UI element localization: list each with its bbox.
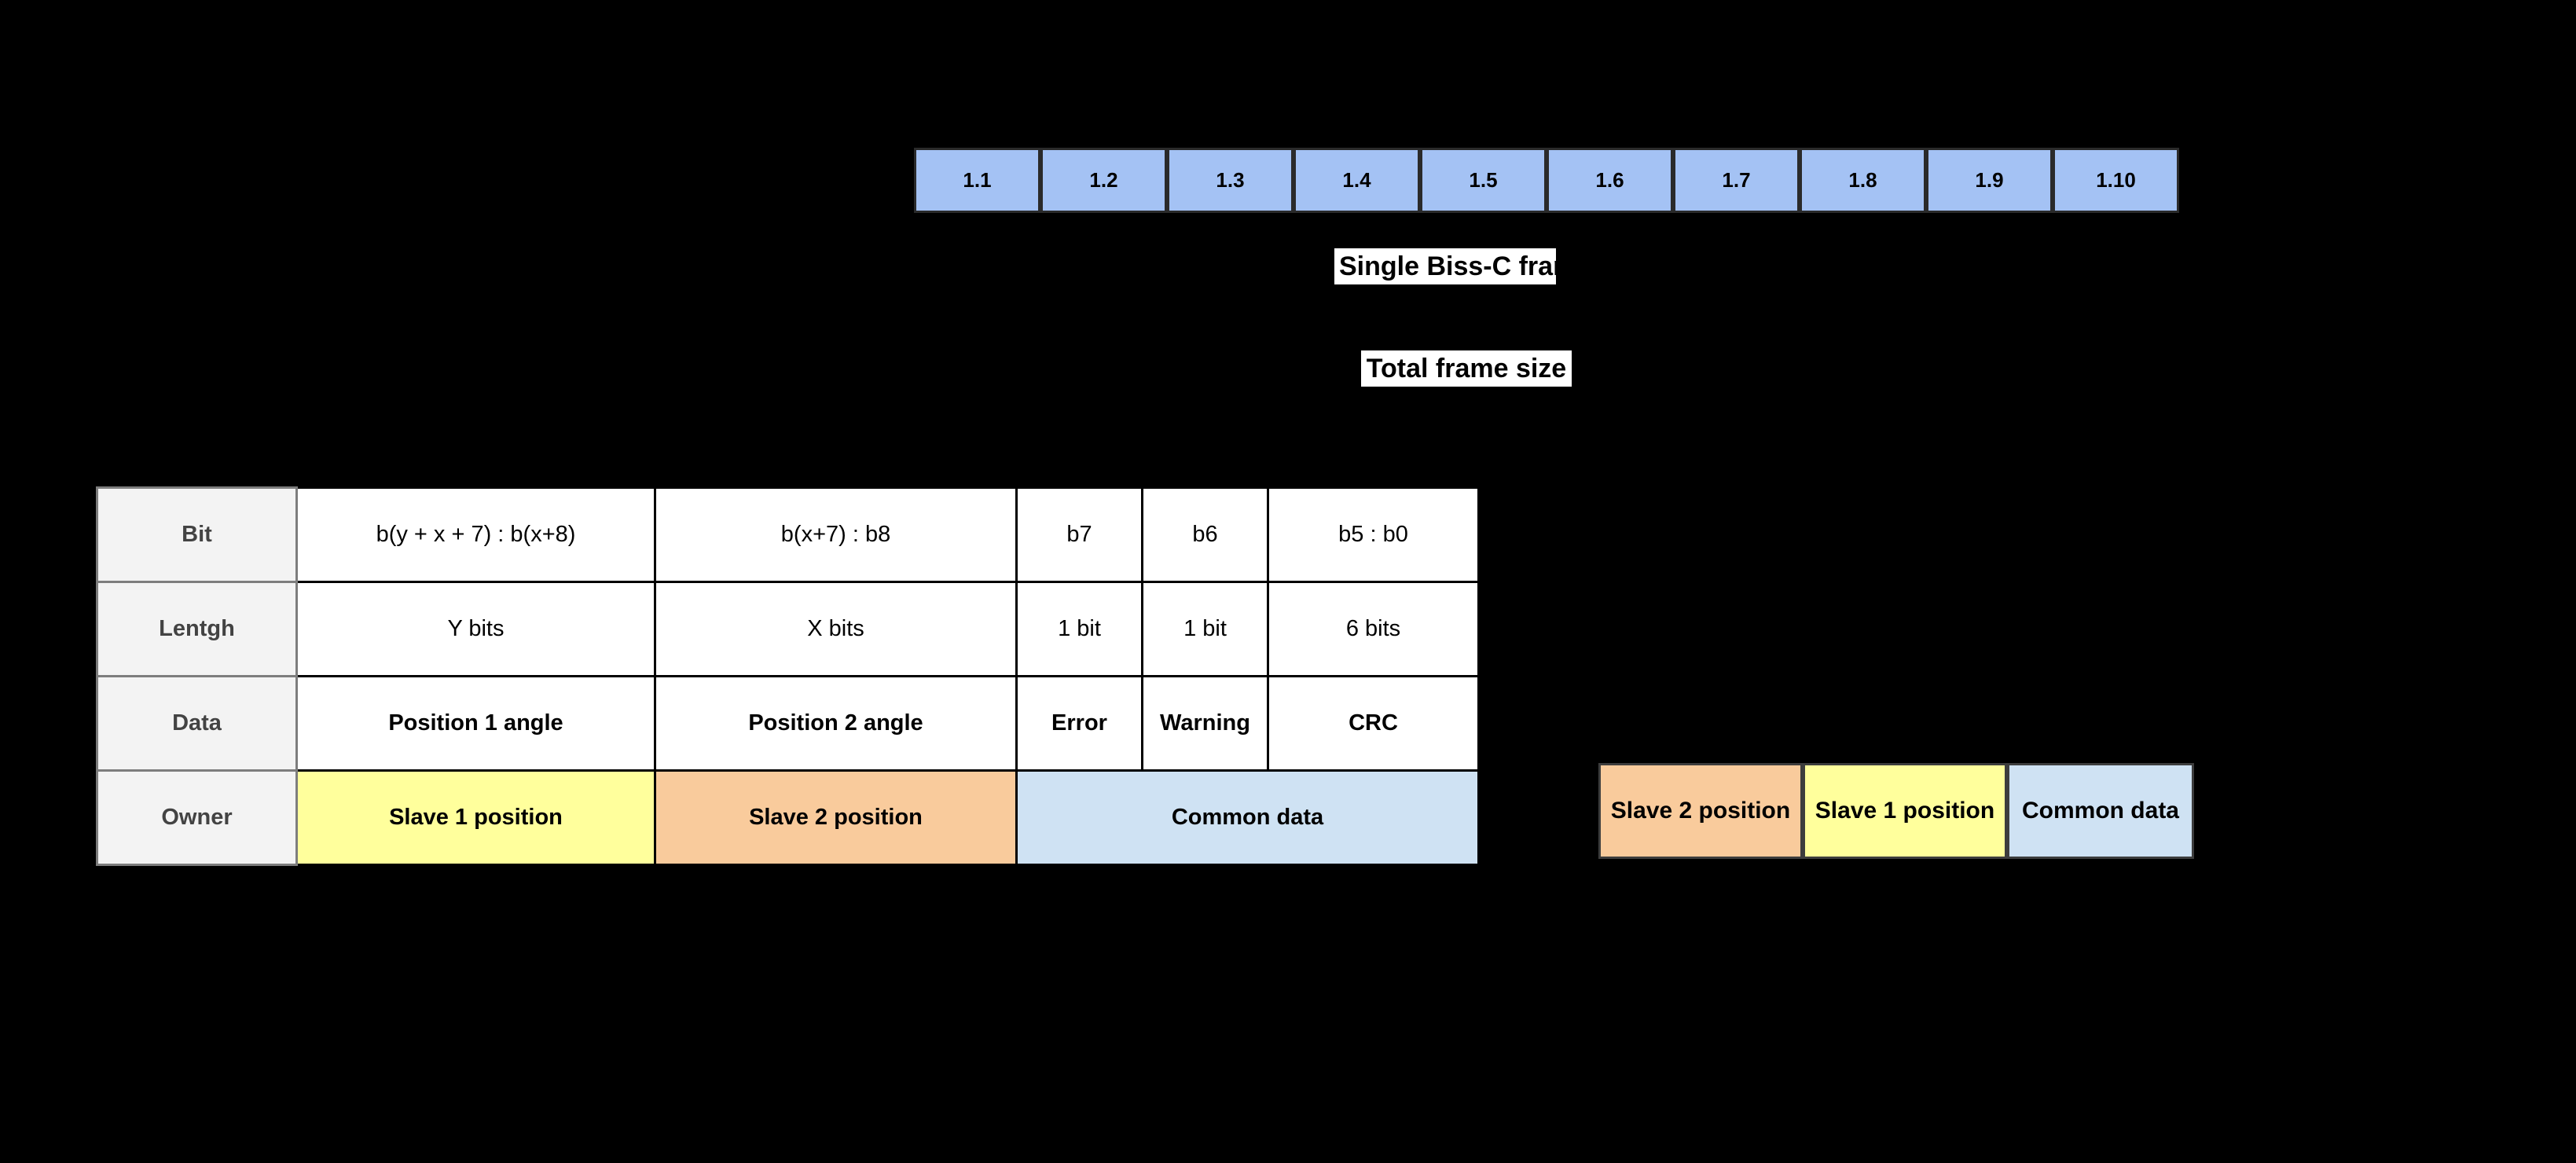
data-error: Error xyxy=(1015,675,1143,772)
length-position2: X bits xyxy=(654,581,1018,677)
frame-cell-1-8: 1.8 xyxy=(1800,148,1926,213)
length-crc: 6 bits xyxy=(1267,581,1480,677)
data-warning: Warning xyxy=(1141,675,1269,772)
bit-range-position1: b(y + x + 7) : b(x+8) xyxy=(295,486,656,583)
table-row-bit: Bit b(y + x + 7) : b(x+8) b(x+7) : b8 b7… xyxy=(96,486,1480,583)
data-position1-angle: Position 1 angle xyxy=(295,675,656,772)
length-position1: Y bits xyxy=(295,581,656,677)
bit-error: b7 xyxy=(1015,486,1143,583)
single-frame-label: Single Biss-C frame xyxy=(1334,248,1556,284)
row-header-owner: Owner xyxy=(96,769,298,866)
frame-cell-1-3: 1.3 xyxy=(1167,148,1294,213)
bit-range-position2: b(x+7) : b8 xyxy=(654,486,1018,583)
frame-cell-1-4: 1.4 xyxy=(1294,148,1420,213)
table-row-data: Data Position 1 angle Position 2 angle E… xyxy=(96,675,1480,772)
biss-frame-strip: 1.1 1.2 1.3 1.4 1.5 1.6 1.7 1.8 1.9 1.10 xyxy=(914,148,2179,213)
owner-legend: Slave 2 position Slave 1 position Common… xyxy=(1598,763,2194,859)
total-frame-size-label: Total frame size xyxy=(1361,350,1572,387)
frame-cell-1-6: 1.6 xyxy=(1547,148,1673,213)
row-header-data: Data xyxy=(96,675,298,772)
frame-cell-1-1: 1.1 xyxy=(914,148,1040,213)
data-crc: CRC xyxy=(1267,675,1480,772)
frame-structure-table: Bit b(y + x + 7) : b(x+8) b(x+7) : b8 b7… xyxy=(96,486,1480,866)
frame-cell-1-10: 1.10 xyxy=(2053,148,2179,213)
legend-common-data: Common data xyxy=(2007,763,2194,859)
owner-slave2-position: Slave 2 position xyxy=(654,769,1018,866)
frame-cell-1-2: 1.2 xyxy=(1040,148,1167,213)
legend-slave2-position: Slave 2 position xyxy=(1598,763,1803,859)
data-position2-angle: Position 2 angle xyxy=(654,675,1018,772)
table-row-owner: Owner Slave 1 position Slave 2 position … xyxy=(96,769,1480,866)
frame-cell-1-5: 1.5 xyxy=(1420,148,1547,213)
row-header-bit: Bit xyxy=(96,486,298,583)
row-header-length: Lentgh xyxy=(96,581,298,677)
bit-crc: b5 : b0 xyxy=(1267,486,1480,583)
bit-warning: b6 xyxy=(1141,486,1269,583)
frame-cell-1-7: 1.7 xyxy=(1673,148,1800,213)
frame-cell-1-9: 1.9 xyxy=(1926,148,2053,213)
legend-slave1-position: Slave 1 position xyxy=(1803,763,2007,859)
table-row-length: Lentgh Y bits X bits 1 bit 1 bit 6 bits xyxy=(96,581,1480,677)
length-warning: 1 bit xyxy=(1141,581,1269,677)
owner-slave1-position: Slave 1 position xyxy=(295,769,656,866)
length-error: 1 bit xyxy=(1015,581,1143,677)
owner-common-data: Common data xyxy=(1015,769,1480,866)
